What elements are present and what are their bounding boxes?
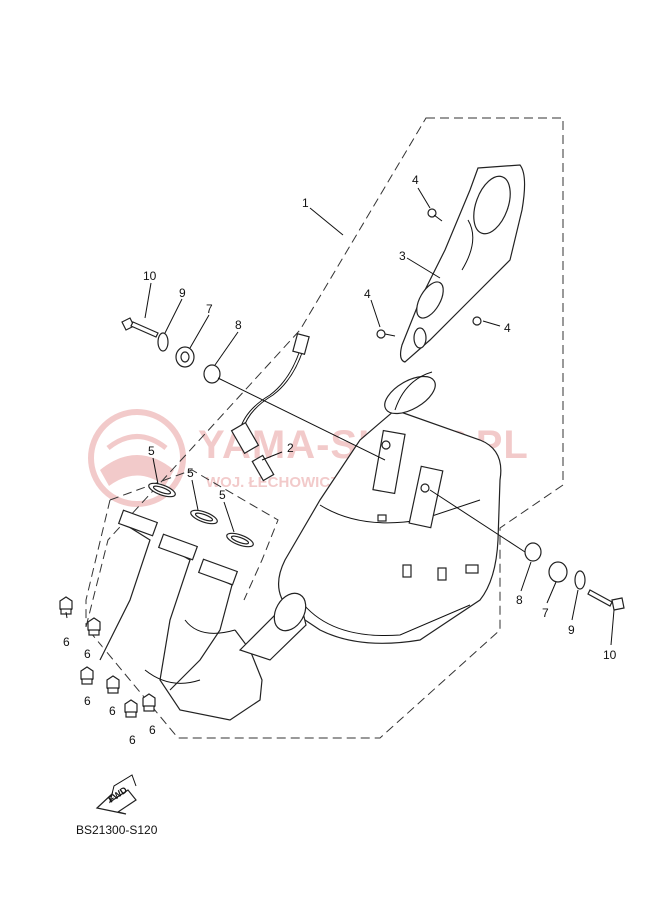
callout-7-right: 7 xyxy=(542,606,549,620)
callout-4-left: 4 xyxy=(364,287,371,301)
diagram-code: BS21300-S120 xyxy=(76,823,158,837)
callout-6-b: 6 xyxy=(84,647,91,661)
callout-10-right: 10 xyxy=(603,648,617,662)
leader-lines xyxy=(65,187,615,646)
fwd-arrow-icon: FWD xyxy=(95,774,137,815)
callout-6-d: 6 xyxy=(109,704,116,718)
callout-9-right: 9 xyxy=(568,623,575,637)
exhaust-pipes-outline-2 xyxy=(85,499,111,627)
shield-bolts xyxy=(376,208,482,339)
heat-shield xyxy=(399,164,526,363)
callout-7-left: 7 xyxy=(206,302,213,316)
callout-4-top: 4 xyxy=(412,173,419,187)
callout-5-c: 5 xyxy=(219,488,226,502)
callout-10-left: 10 xyxy=(143,269,157,283)
o2-sensor xyxy=(230,333,310,482)
right-mount-hardware xyxy=(429,489,625,611)
callout-8-right: 8 xyxy=(516,593,523,607)
muffler xyxy=(278,371,502,644)
callout-1: 1 xyxy=(302,196,309,210)
exhaust-pipes-outline xyxy=(109,469,279,601)
callout-6-f: 6 xyxy=(149,723,156,737)
callout-8-left: 8 xyxy=(235,318,242,332)
left-mount-hardware xyxy=(121,317,386,461)
callout-4-right: 4 xyxy=(504,321,511,335)
assembly-1-outline xyxy=(85,117,564,739)
nuts xyxy=(59,596,156,718)
callout-5-b: 5 xyxy=(187,466,194,480)
callout-6-e: 6 xyxy=(129,733,136,747)
callout-3: 3 xyxy=(399,249,406,263)
callout-5-a: 5 xyxy=(148,444,155,458)
callout-6-a: 6 xyxy=(63,635,70,649)
callout-6-c: 6 xyxy=(84,694,91,708)
gaskets xyxy=(148,482,254,548)
callouts: 1 2 3 4 4 4 5 5 5 6 6 6 6 6 6 7 7 8 8 9 … xyxy=(63,173,617,747)
callout-9-left: 9 xyxy=(179,286,186,300)
header-pipes xyxy=(99,509,307,721)
callout-2: 2 xyxy=(287,441,294,455)
